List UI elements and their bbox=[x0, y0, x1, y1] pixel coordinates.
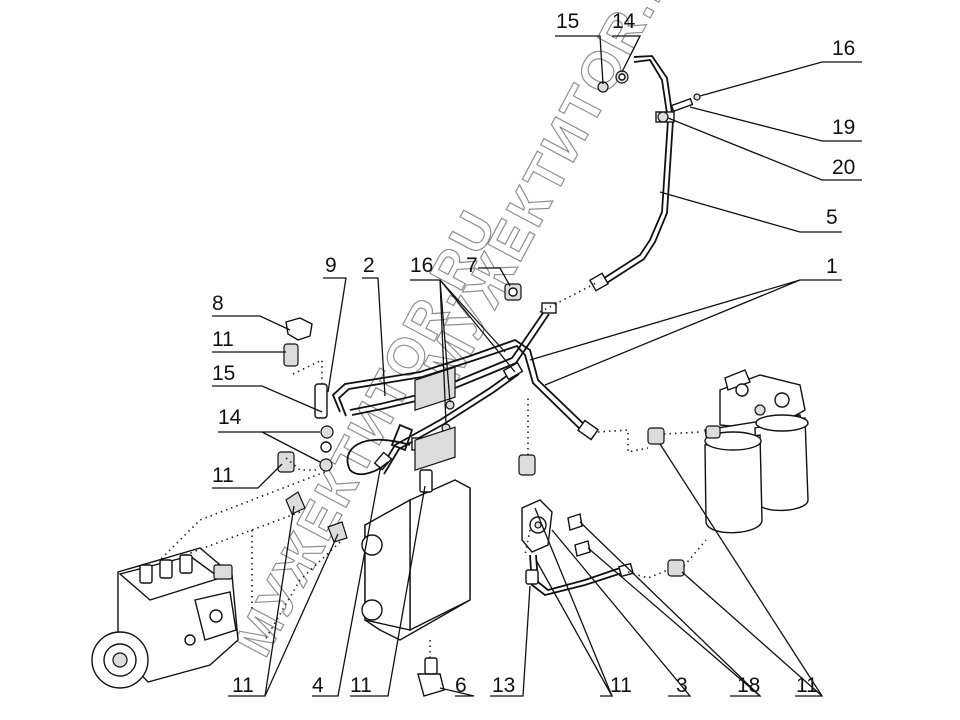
callout-15-left: 15 bbox=[212, 362, 235, 385]
fittings-11-pump bbox=[285, 491, 348, 543]
small-parts-left bbox=[277, 317, 455, 473]
fitting-7 bbox=[504, 283, 522, 301]
callout-13: 13 bbox=[492, 674, 515, 697]
callout-15-top: 15 bbox=[556, 10, 579, 33]
callout-11-a: 11 bbox=[212, 328, 234, 351]
callout-11-bottom-c: 11 bbox=[610, 674, 632, 697]
callout-11-bottom-right: 11 bbox=[796, 674, 818, 697]
callout-7: 7 bbox=[466, 254, 478, 277]
callout-2: 2 bbox=[363, 254, 375, 277]
callout-19: 19 bbox=[832, 116, 855, 139]
callout-1: 1 bbox=[826, 255, 838, 278]
callout-11-bottom-mid: 11 bbox=[350, 674, 372, 697]
fitting-6 bbox=[417, 657, 445, 697]
hose-13 bbox=[525, 554, 634, 596]
callout-3: 3 bbox=[676, 674, 688, 697]
callout-20: 20 bbox=[832, 156, 855, 179]
bracket-3 bbox=[518, 454, 591, 557]
callout-4: 4 bbox=[312, 674, 324, 697]
callout-11-bottom-left: 11 bbox=[232, 674, 254, 697]
small-parts-top bbox=[597, 70, 701, 123]
injection-pump bbox=[91, 547, 239, 689]
callout-8: 8 bbox=[212, 292, 224, 315]
ecu-unit bbox=[361, 366, 471, 641]
fuel-filter-assembly bbox=[704, 369, 809, 534]
leader-lines bbox=[212, 35, 862, 697]
callout-labels: 15 14 16 19 20 5 1 9 2 16 7 8 11 15 14 1… bbox=[212, 10, 855, 697]
callout-18: 18 bbox=[737, 674, 760, 697]
callout-14-top: 14 bbox=[612, 10, 636, 33]
callout-16-top: 16 bbox=[832, 37, 855, 60]
callout-6: 6 bbox=[455, 674, 467, 697]
callout-11-b: 11 bbox=[212, 464, 234, 487]
callout-16-mid: 16 bbox=[410, 254, 433, 277]
callout-14-left: 14 bbox=[218, 406, 242, 429]
callout-9: 9 bbox=[325, 254, 337, 277]
fittings-11-right bbox=[647, 427, 685, 577]
callout-5: 5 bbox=[826, 206, 838, 229]
